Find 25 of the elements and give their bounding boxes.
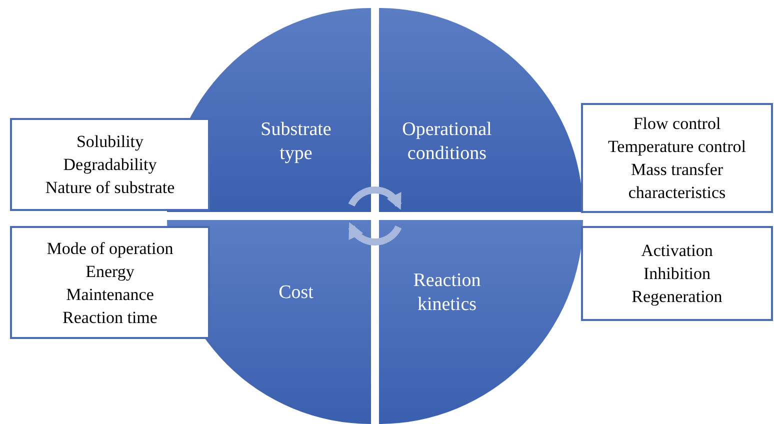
factor-text: Inhibition <box>643 263 711 285</box>
quadrant-segment <box>379 8 583 212</box>
factor-text: Activation <box>641 240 713 262</box>
segment-label: Operational conditions <box>401 118 493 166</box>
quadrant-segment <box>379 220 583 424</box>
curved-arrow <box>348 222 402 246</box>
factor-text: Energy <box>86 260 134 282</box>
factor-text: Flow control <box>633 113 721 135</box>
info-box <box>581 226 773 321</box>
factor-text: Solubility <box>76 131 144 153</box>
info-box <box>10 118 210 211</box>
curved-arrow <box>348 186 402 210</box>
factor-text: Reaction time <box>62 306 158 328</box>
factor-text: Mode of operation <box>46 238 174 260</box>
factor-text: Degradability <box>63 154 157 176</box>
factor-text: Mass transfer characteristics <box>627 159 727 204</box>
segment-label: Cost <box>278 281 314 305</box>
segment-label: Reaction kinetics <box>412 269 482 317</box>
factor-text: Maintenance <box>66 284 154 306</box>
info-box <box>10 226 210 339</box>
factor-text: Nature of substrate <box>45 177 175 199</box>
segment-label: Substrate type <box>260 118 332 166</box>
factor-text: Temperature control <box>608 136 746 158</box>
info-box <box>581 103 773 213</box>
factor-text: Regeneration <box>632 286 722 308</box>
